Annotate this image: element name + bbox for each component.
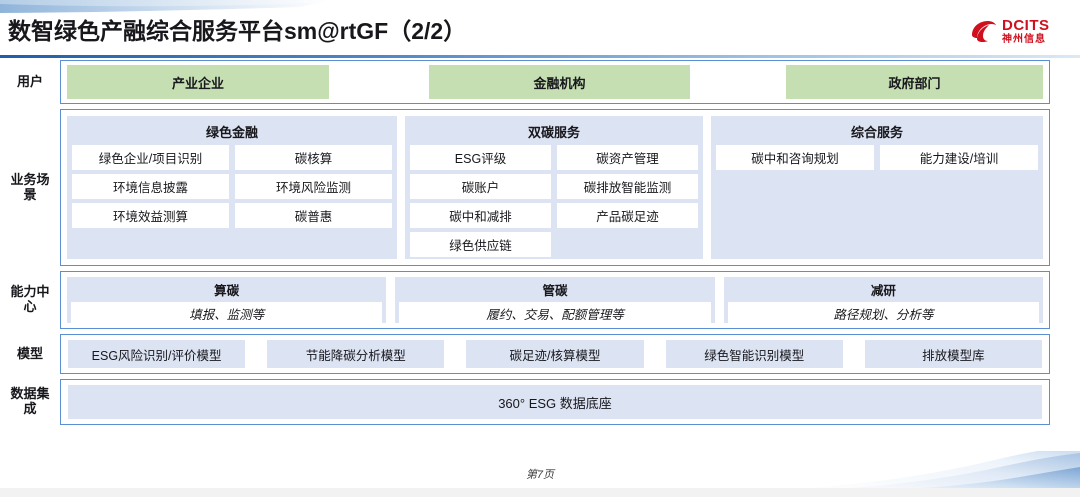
row-scenarios: 业务场 景 绿色金融 绿色企业/项目识别 碳核算 环境信息披露 环境风险监测 环… bbox=[0, 109, 1080, 266]
row-label-data-line1: 数据集 bbox=[10, 386, 50, 402]
model-box-carbon-footprint[interactable]: 碳足迹/核算模型 bbox=[466, 340, 644, 368]
row-label-users: 用户 bbox=[16, 73, 43, 89]
row-data-integration: 数据集 成 360° ESG 数据底座 bbox=[0, 379, 1080, 425]
capability-panel-calc-carbon[interactable]: 算碳 填报、监测等 bbox=[67, 277, 387, 325]
user-box-government[interactable]: 政府部门 bbox=[786, 65, 1043, 99]
header-divider bbox=[0, 55, 1080, 58]
row-label-scenarios-line1: 业务场 bbox=[10, 171, 50, 187]
scenario-cell[interactable]: 碳账户 bbox=[410, 174, 551, 199]
capability-title: 管碳 bbox=[542, 284, 568, 298]
user-box-industry[interactable]: 产业企业 bbox=[67, 65, 329, 99]
row-body-model: ESG风险识别/评价模型 节能降碳分析模型 碳足迹/核算模型 绿色智能识别模型 … bbox=[60, 334, 1050, 374]
scenario-cell[interactable]: 环境风险监测 bbox=[235, 174, 392, 199]
scenario-cell[interactable]: 产品碳足迹 bbox=[557, 203, 698, 228]
scenario-panel-title: 综合服务 bbox=[850, 125, 903, 140]
scenario-cell[interactable]: ESG评级 bbox=[410, 145, 551, 170]
row-users: 用户 产业企业 金融机构 政府部门 bbox=[0, 60, 1080, 104]
row-label-scenarios: 业务场 景 bbox=[0, 109, 60, 266]
scenario-cell[interactable]: 碳资产管理 bbox=[557, 145, 698, 170]
scenario-panel-title: 绿色金融 bbox=[205, 125, 258, 140]
page-title: 数智绿色产融综合服务平台sm@rtGF（2/2） bbox=[8, 18, 467, 44]
scenario-cell[interactable]: 环境效益测算 bbox=[72, 203, 229, 228]
model-box-energy-saving[interactable]: 节能降碳分析模型 bbox=[267, 340, 445, 368]
architecture-matrix: 用户 产业企业 金融机构 政府部门 业务场 景 绿色金融 bbox=[0, 60, 1080, 430]
row-body-users: 产业企业 金融机构 政府部门 bbox=[60, 60, 1050, 104]
scenario-panel-title: 双碳服务 bbox=[527, 125, 580, 140]
scenario-cell[interactable]: 碳中和咨询规划 bbox=[716, 145, 874, 170]
capability-subtitle: 路径规划、分析等 bbox=[727, 302, 1039, 325]
capability-title: 减研 bbox=[870, 284, 896, 298]
scenario-cell-grid: 绿色企业/项目识别 碳核算 环境信息披露 环境风险监测 环境效益测算 碳普惠 bbox=[72, 145, 392, 228]
logo-en-text: DCITS bbox=[1002, 16, 1050, 34]
row-label-capability: 能力中 心 bbox=[0, 271, 60, 329]
scenario-cell[interactable]: 绿色供应链 bbox=[410, 232, 551, 257]
logo-wordmark: DCITS 神州信息 bbox=[1002, 18, 1050, 45]
scenario-cell[interactable]: 碳核算 bbox=[235, 145, 392, 170]
scenario-cell[interactable]: 绿色企业/项目识别 bbox=[72, 145, 229, 170]
scenario-cell[interactable]: 能力建设/培训 bbox=[880, 145, 1038, 170]
row-label-capability-line1: 能力中 bbox=[10, 284, 50, 300]
capability-title: 算碳 bbox=[214, 284, 240, 298]
model-box-emission-library[interactable]: 排放模型库 bbox=[864, 340, 1043, 368]
row-capability-center: 能力中 心 算碳 填报、监测等 管碳 履约、交易、配额管理等 减研 路径规划、分… bbox=[0, 271, 1080, 329]
capability-subtitle: 填报、监测等 bbox=[71, 302, 383, 325]
row-label-capability-line2: 心 bbox=[23, 299, 37, 314]
brand-logo: DCITS 神州信息 bbox=[968, 14, 1072, 48]
dcits-logo-icon bbox=[968, 18, 998, 44]
row-body-capability: 算碳 填报、监测等 管碳 履约、交易、配额管理等 减研 路径规划、分析等 bbox=[60, 271, 1050, 329]
capability-subtitle: 履约、交易、配额管理等 bbox=[399, 302, 711, 325]
data-box-esg-foundation[interactable]: 360° ESG 数据底座 bbox=[68, 385, 1042, 419]
slide-header: 数智绿色产融综合服务平台sm@rtGF（2/2） DCITS 神州信息 bbox=[0, 6, 1080, 58]
capability-panel-manage-carbon[interactable]: 管碳 履约、交易、配额管理等 bbox=[395, 277, 715, 325]
row-label-data: 数据集 成 bbox=[0, 379, 60, 425]
row-model: 模型 ESG风险识别/评价模型 节能降碳分析模型 碳足迹/核算模型 绿色智能识别… bbox=[0, 334, 1080, 374]
model-box-esg-risk[interactable]: ESG风险识别/评价模型 bbox=[68, 340, 246, 368]
logo-cn-text: 神州信息 bbox=[1002, 33, 1046, 45]
scenario-cell[interactable]: 碳中和减排 bbox=[410, 203, 551, 228]
bottom-strip bbox=[0, 488, 1080, 497]
scenario-panel-comprehensive: 综合服务 碳中和咨询规划 能力建设/培训 bbox=[711, 116, 1043, 259]
page-footer: 第7页 bbox=[525, 469, 555, 481]
user-box-financial[interactable]: 金融机构 bbox=[429, 65, 690, 99]
scenario-cell-grid: 碳中和咨询规划 能力建设/培训 bbox=[716, 145, 1038, 170]
row-label-model: 模型 bbox=[16, 345, 43, 361]
row-body-scenarios: 绿色金融 绿色企业/项目识别 碳核算 环境信息披露 环境风险监测 环境效益测算 … bbox=[60, 109, 1050, 266]
model-box-green-ai[interactable]: 绿色智能识别模型 bbox=[665, 340, 843, 368]
scenario-cell-grid: ESG评级 碳资产管理 碳账户 碳排放智能监测 碳中和减排 产品碳足迹 绿色供应… bbox=[410, 145, 698, 257]
row-label-scenarios-line2: 景 bbox=[23, 186, 37, 202]
capability-panel-reduce-research[interactable]: 减研 路径规划、分析等 bbox=[723, 277, 1043, 325]
scenario-cell-empty bbox=[557, 232, 698, 257]
row-label-data-line2: 成 bbox=[23, 401, 37, 416]
scenario-cell[interactable]: 碳排放智能监测 bbox=[557, 174, 698, 199]
scenario-panel-green-finance: 绿色金融 绿色企业/项目识别 碳核算 环境信息披露 环境风险监测 环境效益测算 … bbox=[67, 116, 397, 259]
scenario-cell[interactable]: 碳普惠 bbox=[235, 203, 392, 228]
row-body-data: 360° ESG 数据底座 bbox=[60, 379, 1050, 425]
scenario-cell[interactable]: 环境信息披露 bbox=[72, 174, 229, 199]
scenario-panel-dual-carbon: 双碳服务 ESG评级 碳资产管理 碳账户 碳排放智能监测 碳中和减排 产品碳足迹… bbox=[405, 116, 703, 259]
